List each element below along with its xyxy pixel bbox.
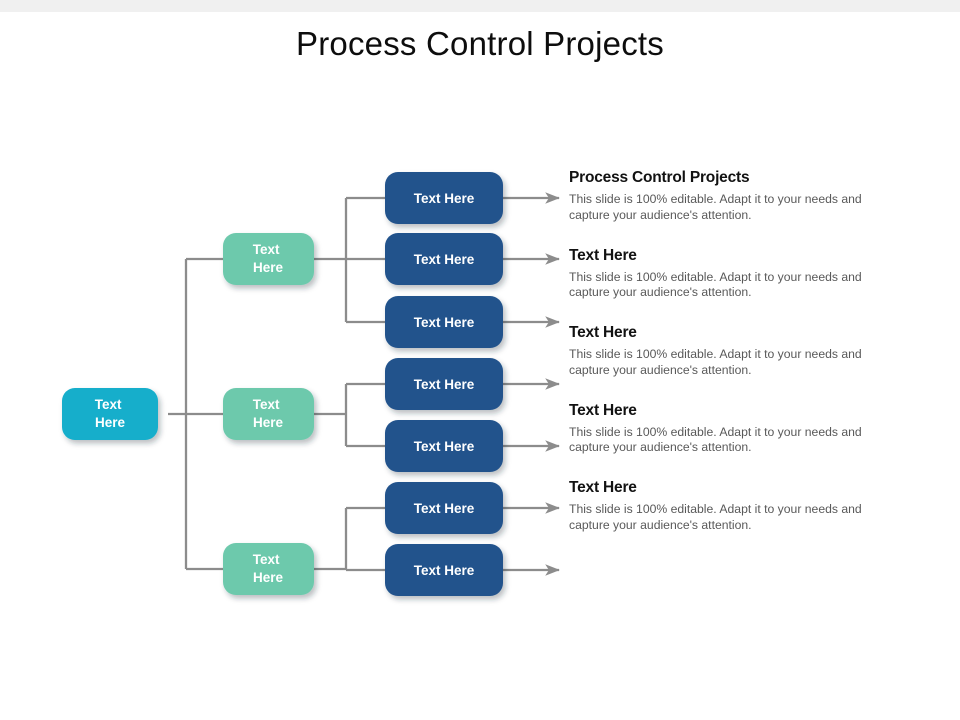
description-block: Text Here This slide is 100% editable. A… xyxy=(569,323,899,378)
leaf-node-6-label: Text Here xyxy=(414,501,475,516)
description-heading: Text Here xyxy=(569,324,637,341)
description-body: This slide is 100% editable. Adapt it to… xyxy=(569,269,862,300)
leaf-node-2-label: Text Here xyxy=(414,252,475,267)
process-tree-diagram: Text Here Text Here Text Here T xyxy=(40,155,570,615)
leaf-node-2[interactable] xyxy=(385,233,503,285)
leaf-node-7-label: Text Here xyxy=(414,563,475,578)
description-heading: Text Here xyxy=(569,246,637,264)
description-block: Text Here This slide is 100% editable. A… xyxy=(569,401,899,456)
branch-node-2[interactable] xyxy=(223,388,314,440)
description-heading: Process Control Projects xyxy=(569,169,750,186)
root-node[interactable] xyxy=(62,388,158,440)
leaf-node-5-label: Text Here xyxy=(414,439,475,454)
branch-node-3[interactable] xyxy=(223,543,314,595)
description-column: Process Control Projects This slide is 1… xyxy=(569,168,899,533)
description-block: Text Here This slide is 100% editable. A… xyxy=(569,246,899,301)
description-heading: Text Here xyxy=(569,401,637,419)
leaf-node-5[interactable] xyxy=(385,420,503,472)
branch-node-1[interactable] xyxy=(223,233,314,285)
description-body: This slide is 100% editable. Adapt it to… xyxy=(569,347,862,377)
description-body: This slide is 100% editable. Adapt it to… xyxy=(569,502,862,532)
leaf-arrow-layer xyxy=(503,192,560,576)
leaf-node-3-label: Text Here xyxy=(414,315,475,330)
leaf-node-4[interactable] xyxy=(385,358,503,410)
branch-node-2-label: Text Here xyxy=(253,397,284,430)
leaf-node-6[interactable] xyxy=(385,482,503,534)
root-node-label: Text Here xyxy=(95,397,126,430)
leaf-node-3[interactable] xyxy=(385,296,503,348)
page-title: Process Control Projects xyxy=(296,25,664,62)
leaf-node-1-label: Text Here xyxy=(414,191,475,206)
branch-node-1-label: Text Here xyxy=(253,242,284,275)
top-band xyxy=(0,0,960,12)
leaf-node-7[interactable] xyxy=(385,544,503,596)
description-body: This slide is 100% editable. Adapt it to… xyxy=(569,424,862,455)
leaf-node-4-label: Text Here xyxy=(414,377,475,392)
branch-node-3-label: Text Here xyxy=(253,552,284,585)
description-block: Process Control Projects This slide is 1… xyxy=(569,168,899,223)
description-heading: Text Here xyxy=(569,479,637,496)
connector-layer xyxy=(168,196,385,572)
description-body: This slide is 100% editable. Adapt it to… xyxy=(569,192,862,222)
description-block: Text Here This slide is 100% editable. A… xyxy=(569,478,899,533)
leaf-node-1[interactable] xyxy=(385,172,503,224)
